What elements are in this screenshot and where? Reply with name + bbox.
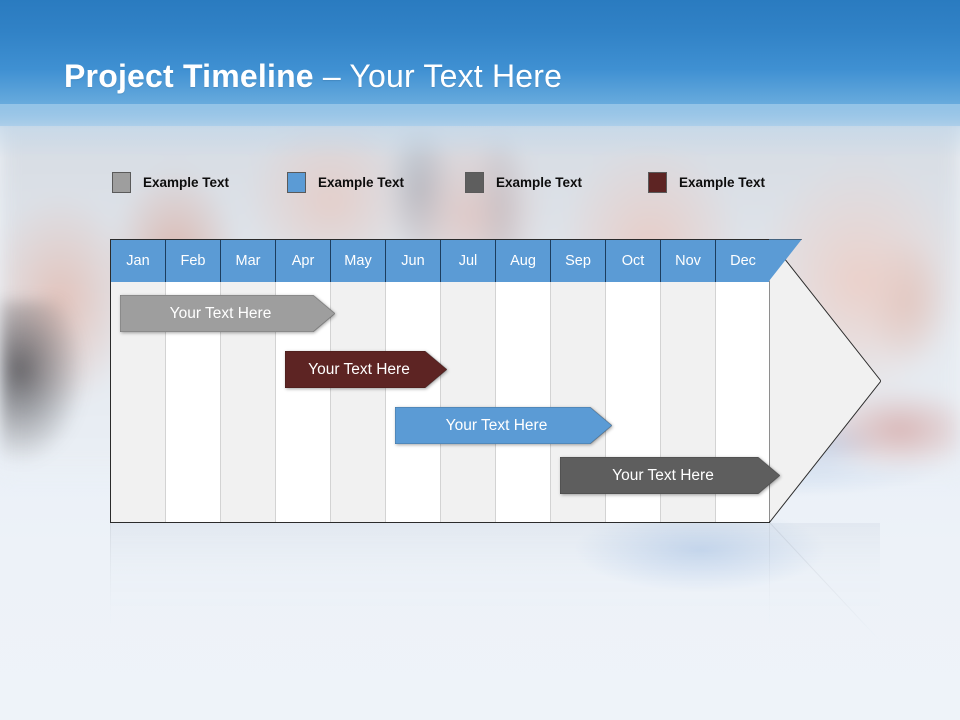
month-header-feb[interactable]: Feb <box>166 240 221 282</box>
legend-item-1[interactable]: Example Text <box>112 170 229 194</box>
legend-swatch-icon-3 <box>465 171 484 193</box>
page-title-light: Your Text Here <box>349 58 563 94</box>
month-header-nov[interactable]: Nov <box>661 240 716 282</box>
page-title: Project Timeline – Your Text Here <box>64 58 562 95</box>
background-dark-accent <box>0 300 120 530</box>
timeline-column-jul <box>441 240 496 522</box>
legend-item-2[interactable]: Example Text <box>287 170 404 194</box>
chart-reflection <box>110 522 883 644</box>
legend-label-2: Example Text <box>318 174 405 190</box>
legend-item-3[interactable]: Example Text <box>465 170 582 194</box>
legend-swatch-icon-1 <box>112 171 131 193</box>
timeline-bar-3[interactable]: Your Text Here <box>395 407 612 444</box>
legend-label-1: Example Text <box>143 174 230 190</box>
timeline-bar-2[interactable]: Your Text Here <box>285 351 447 388</box>
timeline-arrow-head <box>769 239 881 523</box>
month-header-aug[interactable]: Aug <box>496 240 551 282</box>
timeline-column-feb <box>166 240 221 522</box>
legend-swatch-icon-2 <box>287 171 306 193</box>
timeline-bar-label-1: Your Text Here <box>169 304 272 322</box>
title-band-fade <box>0 104 960 158</box>
legend-swatch-icon-4 <box>648 171 667 193</box>
legend-label-3: Example Text <box>496 174 583 190</box>
timeline-column-jan <box>111 240 166 522</box>
month-header-mar[interactable]: Mar <box>221 240 276 282</box>
legend-label-4: Example Text <box>679 174 766 190</box>
month-header-dec[interactable]: Dec <box>716 240 769 282</box>
month-header-oct[interactable]: Oct <box>606 240 661 282</box>
month-header-sep[interactable]: Sep <box>551 240 606 282</box>
timeline-bar-label-4: Your Text Here <box>612 466 714 484</box>
page-title-separator: – <box>313 58 350 94</box>
legend: Example Text Example Text Example Text E… <box>110 170 810 194</box>
timeline-bar-label-3: Your Text Here <box>445 416 548 434</box>
month-header-apr[interactable]: Apr <box>276 240 331 282</box>
timeline-bar-4[interactable]: Your Text Here <box>560 457 780 494</box>
month-header-jun[interactable]: Jun <box>386 240 441 282</box>
timeline-bar-label-2: Your Text Here <box>308 360 410 378</box>
legend-item-4[interactable]: Example Text <box>648 170 765 194</box>
timeline-bar-1[interactable]: Your Text Here <box>120 295 335 332</box>
timeline-column-mar <box>221 240 276 522</box>
page-title-bold: Project Timeline <box>64 58 314 94</box>
timeline-column-aug <box>496 240 551 522</box>
month-header-may[interactable]: May <box>331 240 386 282</box>
month-header-jan[interactable]: Jan <box>111 240 166 282</box>
month-header-jul[interactable]: Jul <box>441 240 496 282</box>
